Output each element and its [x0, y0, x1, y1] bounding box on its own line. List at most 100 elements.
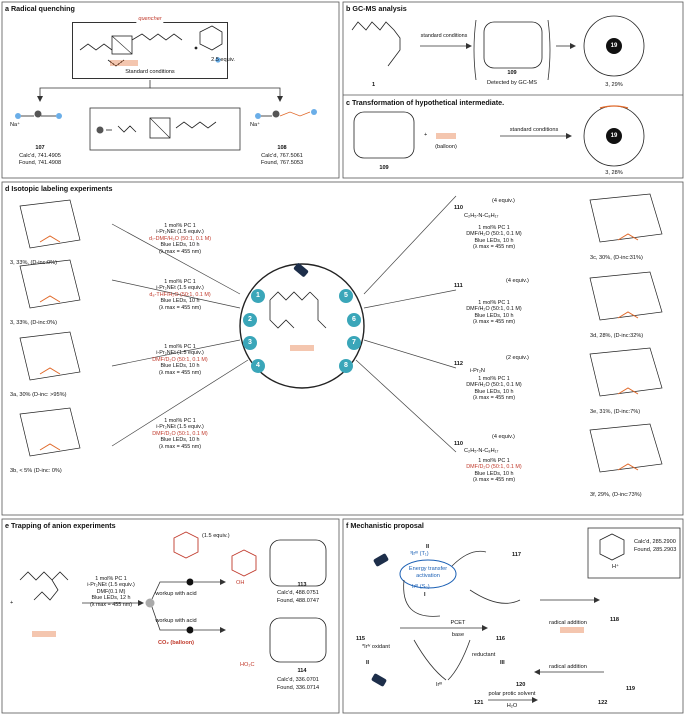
d-node-8: 8 — [339, 359, 353, 373]
e-workup-1: workup with acid — [155, 591, 197, 597]
d-right-prod-3: 3e, 31%, (D-inc:7%) — [590, 409, 641, 415]
calc-107: Calc'd, 741.4905 — [19, 153, 61, 159]
e-acid: HO₂C — [240, 662, 255, 668]
b-ring-19: 19 — [610, 43, 618, 49]
c-balloon: (balloon) — [435, 144, 457, 150]
f-121: 121 — [474, 700, 484, 706]
c-product-3: 3, 28% — [605, 170, 623, 176]
d-node-5: 5 — [339, 289, 353, 303]
c-compound-109: 109 — [379, 165, 389, 171]
f-pcet: PCET — [450, 620, 466, 626]
f-ms-calc: Calc'd, 285.2900 — [634, 539, 676, 545]
f-t1: ³Irᴵᴵᴵ (T₁) — [410, 551, 429, 557]
e-found-114: Found, 336.0714 — [276, 685, 320, 691]
e-compound-113: 113 — [297, 582, 307, 588]
panel-d-title: d Isotopic labeling experiments — [5, 184, 113, 193]
f-radadd-2: radical addition — [549, 664, 587, 670]
f-120: 120 — [516, 682, 526, 688]
tempo-equiv: 2.5 equiv. — [211, 57, 235, 63]
f-base: base — [451, 632, 465, 638]
f-reductant-num: III — [500, 660, 505, 666]
d-amine-110-b: C₂H₅-N-C₈H₁₇ — [464, 448, 499, 454]
f-oxidant-num: II — [366, 660, 370, 666]
d-node-4: 4 — [251, 359, 265, 373]
f-solvent: polar protic solvent — [488, 691, 536, 697]
e-oh: OH — [236, 580, 245, 586]
panel-e-title: e Trapping of anion experiments — [5, 521, 116, 530]
f-ms-found: Found, 285.2903 — [634, 547, 677, 553]
panel-b-title: b GC-MS analysis — [346, 4, 407, 13]
d-right-eq-3: (2 equiv.) — [506, 355, 529, 361]
e-equiv: (1.5 equiv.) — [202, 533, 230, 539]
f-water: H₂O — [506, 703, 518, 709]
d-node-7: 7 — [347, 336, 361, 350]
f-117: 117 — [512, 552, 522, 558]
f-center-2: activation — [416, 573, 440, 579]
f-oxidant: *Irᴵᵛ oxidant — [362, 644, 390, 650]
d-node-1: 1 — [251, 289, 265, 303]
d-amine-110-a: C₂H₅-N-C₈H₁₇ — [464, 213, 499, 219]
d-right-prod-2: 3d, 28%, (D-inc:32%) — [590, 333, 644, 339]
f-i: I — [424, 592, 426, 598]
found-107: Found, 741.4908 — [18, 160, 62, 166]
compound-107: 107 — [35, 145, 45, 151]
e-calc-114: Calc'd, 336.0701 — [277, 677, 319, 683]
detected-gcms: Detected by GC-MS — [486, 80, 538, 86]
d-amine-112: i-Pr₂N — [470, 368, 485, 374]
d-node-2: 2 — [243, 313, 257, 327]
d-right-eq-2: (4 equiv.) — [506, 278, 529, 284]
na-108: Na⁺ — [250, 122, 261, 128]
d-right-reag-1: 110 — [454, 205, 464, 211]
e-plus: + — [10, 600, 14, 606]
d-left-prod-1: 3, 33%, (D-inc:0%) — [10, 260, 57, 266]
f-118: 118 — [610, 617, 620, 623]
e-co2: CO₂ (balloon) — [157, 640, 195, 646]
e-found-113: Found, 488.0747 — [276, 598, 320, 604]
f-center-1: Energy transfer — [408, 566, 448, 572]
d-right-prod-1: 3c, 30%, (D-inc:31%) — [590, 255, 643, 261]
d-node-3: 3 — [243, 336, 257, 350]
f-ii: II — [426, 544, 430, 550]
f-reductant: reductant — [472, 652, 496, 658]
panel-f-title: f Mechanistic proposal — [346, 521, 424, 530]
c-ring-19: 19 — [610, 133, 618, 139]
b-compound-109: 109 — [507, 70, 517, 76]
b-arrow-label: standard conditions — [420, 33, 468, 39]
e-calc-113: Calc'd, 488.0751 — [277, 590, 319, 596]
na-107: Na⁺ — [10, 122, 21, 128]
f-115: 115 — [356, 636, 366, 642]
f-s0: Irᴵᴵᴵ (S₀) — [412, 584, 430, 590]
panel-c-title: c Transformation of hypothetical interme… — [346, 98, 505, 107]
b-product-3: 3, 29% — [605, 82, 623, 88]
d-right-eq-1: (4 equiv.) — [492, 198, 515, 204]
d-right-reag-3: 112 — [454, 361, 464, 367]
panel-a-title: a Radical quenching — [5, 4, 75, 13]
f-119: 119 — [626, 686, 636, 692]
e-workup-2: workup with acid — [155, 618, 197, 624]
f-122: 122 — [598, 700, 608, 706]
found-108: Found, 767.5053 — [260, 160, 304, 166]
f-ir3: Irᴵᴵᴵ — [436, 682, 443, 688]
f-116: 116 — [496, 636, 506, 642]
compound-108: 108 — [277, 145, 287, 151]
quencher-label: quencher — [136, 16, 164, 23]
d-node-6: 6 — [347, 313, 361, 327]
c-arrow-label: standard conditions — [509, 127, 559, 133]
calc-108: Calc'd, 767.5061 — [261, 153, 303, 159]
d-right-reag-4: 110 — [454, 441, 464, 447]
